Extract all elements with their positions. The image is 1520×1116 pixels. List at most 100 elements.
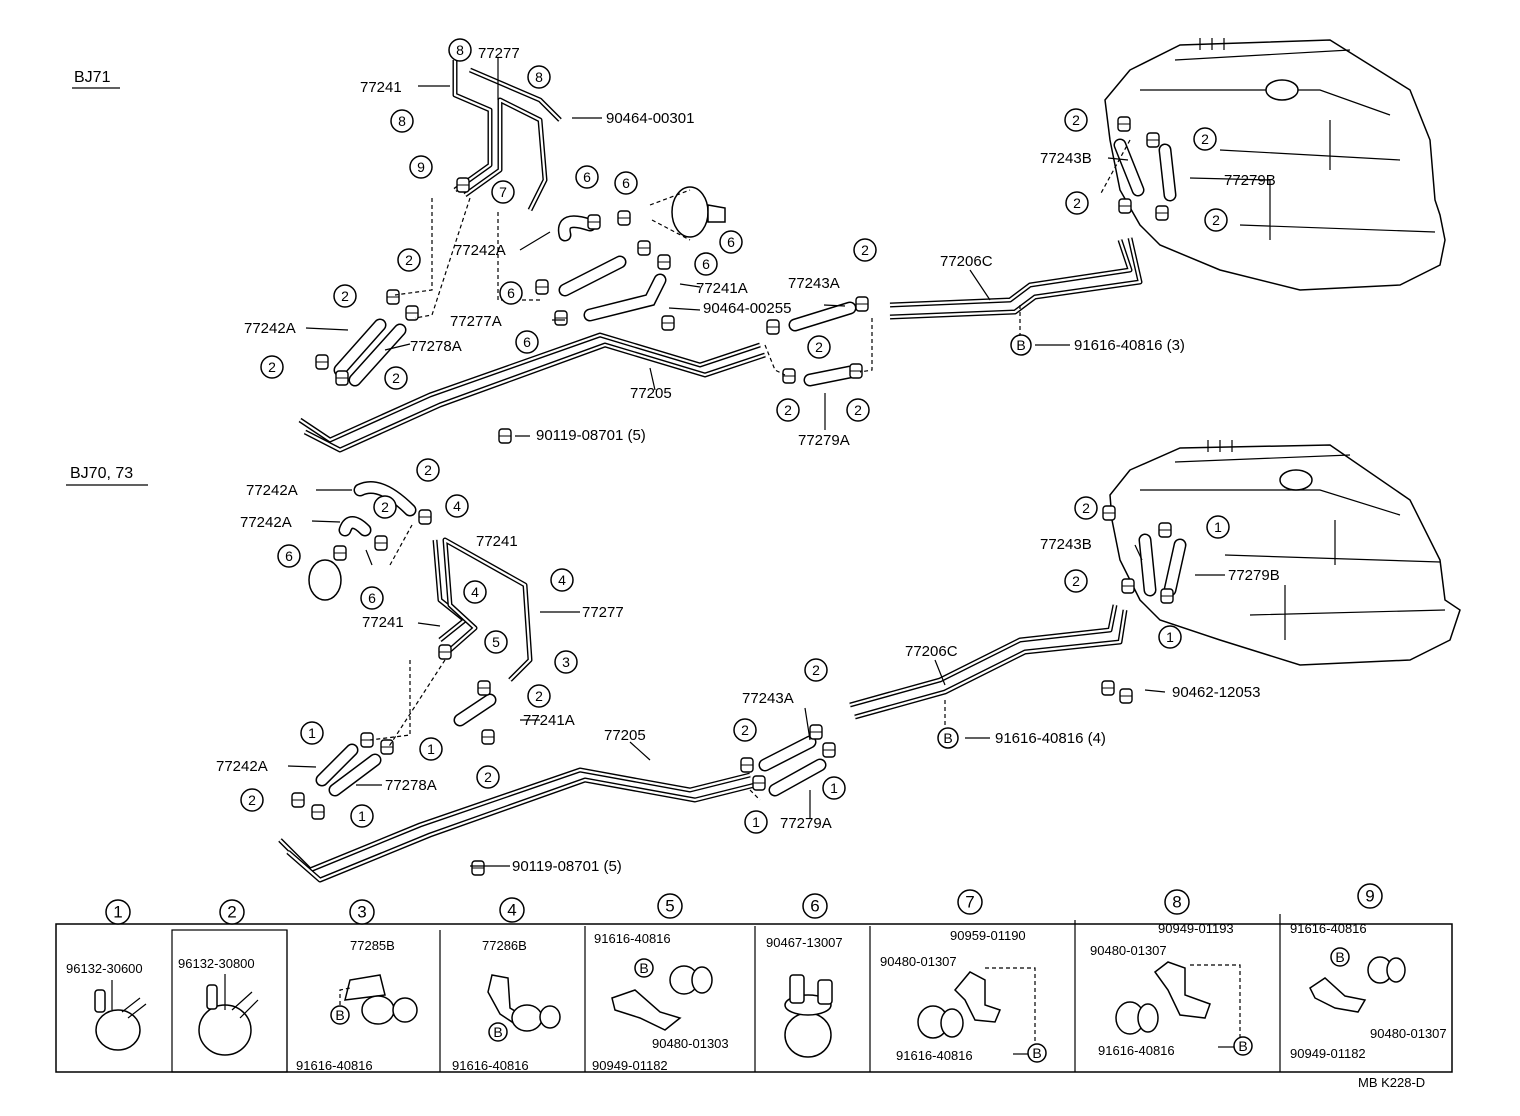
- svg-text:2: 2: [1201, 131, 1209, 147]
- svg-text:1: 1: [1166, 629, 1174, 645]
- legend-header-4: 4: [499, 897, 525, 923]
- legend-9-part-c: 90949-01182: [1290, 1046, 1366, 1061]
- tank-filler-cap-bj70-73: [1279, 469, 1313, 491]
- bj70-91616-40816: 91616-40816 (4): [995, 730, 1106, 747]
- legend-header-9: 9: [1357, 883, 1383, 909]
- svg-text:6: 6: [583, 169, 591, 185]
- svg-text:2: 2: [381, 499, 389, 515]
- legend-5-part-c: 90949-01182: [592, 1058, 668, 1073]
- callouts-bj71: 8 8 8 9 7 6 6 6 6 6 6 2 2 2 2 2 2 2 2 2 …: [260, 38, 1228, 422]
- svg-text:1: 1: [752, 814, 760, 830]
- bj71-90464-00255: 90464-00255: [703, 300, 791, 317]
- svg-text:2: 2: [854, 402, 862, 418]
- legend-header-2: 2: [219, 899, 245, 925]
- bj70-73-diagram: 77242A 77242A 77241 77241 77277 77241A 7…: [216, 440, 1461, 883]
- legend-header-7: 7: [957, 889, 983, 915]
- bj70-77243a: 77243A: [742, 690, 794, 707]
- svg-text:1: 1: [358, 808, 366, 824]
- bj70-77242a-3: 77242A: [216, 758, 268, 775]
- fuel-pipe-bundle-bj70-73: [278, 604, 1128, 883]
- legend-7-part-b: 90480-01307: [880, 954, 957, 969]
- svg-text:B: B: [335, 1007, 344, 1023]
- svg-text:6: 6: [285, 548, 293, 564]
- bj70-77242a-2: 77242A: [240, 514, 292, 531]
- legend-7-part-c: 91616-40816: [896, 1048, 973, 1063]
- callouts-bj70-73: 2 2 6 6 4 4 4 5 3 2 2 1 1 2 1 2 2 1 1 2 …: [240, 458, 1230, 834]
- legend-9-part-b: 90480-01307: [1370, 1026, 1447, 1041]
- svg-text:2: 2: [1072, 573, 1080, 589]
- svg-text:6: 6: [702, 256, 710, 272]
- legend-header-3: 3: [349, 899, 375, 925]
- legend-header-8: 8: [1164, 889, 1190, 915]
- legend-5-part-b: 90480-01303: [652, 1036, 729, 1051]
- svg-text:2: 2: [1082, 500, 1090, 516]
- svg-text:7: 7: [499, 184, 507, 200]
- bj70-90119: 90119-08701 (5): [512, 858, 622, 875]
- bj71-77206c: 77206C: [940, 253, 993, 270]
- legend-1-part: 96132-30600: [66, 961, 143, 976]
- svg-text:2: 2: [227, 903, 236, 922]
- legend-4-part-a: 77286B: [482, 938, 527, 953]
- bj71-77242a-top: 77242A: [454, 242, 506, 259]
- svg-text:2: 2: [741, 722, 749, 738]
- svg-text:4: 4: [507, 901, 516, 920]
- svg-text:7: 7: [965, 893, 974, 912]
- svg-text:2: 2: [812, 662, 820, 678]
- legend-6-part: 90467-13007: [766, 935, 843, 950]
- bj71-77243b: 77243B: [1040, 150, 1092, 167]
- legend-table: 1 2 3 4 5 6 7 8 9 96132-30600 96132-3080…: [55, 883, 1453, 1073]
- bj71-77243a: 77243A: [788, 275, 840, 292]
- bj70-77279a: 77279A: [780, 815, 832, 832]
- section-title-bj70-73: BJ70, 73: [70, 465, 133, 482]
- svg-text:8: 8: [1172, 893, 1181, 912]
- svg-text:2: 2: [1073, 195, 1081, 211]
- svg-text:1: 1: [113, 903, 122, 922]
- bj71-77277: 77277: [478, 45, 520, 62]
- svg-text:6: 6: [810, 897, 819, 916]
- svg-text:2: 2: [341, 288, 349, 304]
- svg-text:8: 8: [398, 113, 406, 129]
- bj70-77278a: 77278A: [385, 777, 437, 794]
- svg-text:6: 6: [622, 175, 630, 191]
- svg-text:8: 8: [456, 42, 464, 58]
- legend-9-part-a: 91616-40816: [1290, 921, 1367, 936]
- svg-text:4: 4: [453, 498, 461, 514]
- legend-3-part-b: 91616-40816: [296, 1058, 373, 1073]
- fuel-tank-bj70-73: [1109, 444, 1461, 666]
- section-title-bj71: BJ71: [74, 69, 111, 86]
- bj70-77279b: 77279B: [1228, 567, 1280, 584]
- svg-text:2: 2: [1212, 212, 1220, 228]
- svg-text:1: 1: [308, 725, 316, 741]
- svg-text:B: B: [1238, 1038, 1247, 1054]
- svg-text:2: 2: [784, 402, 792, 418]
- svg-text:B: B: [943, 730, 952, 746]
- bj70-77241a: 77241A: [523, 712, 575, 729]
- svg-text:4: 4: [558, 572, 566, 588]
- svg-text:1: 1: [830, 780, 838, 796]
- svg-text:2: 2: [535, 688, 543, 704]
- bj71-90119: 90119-08701 (5): [536, 427, 646, 444]
- svg-text:6: 6: [507, 285, 515, 301]
- svg-text:6: 6: [727, 234, 735, 250]
- bj70-77277: 77277: [582, 604, 624, 621]
- bj71-diagram: 77241 77277 90464-00301 77242A 77241A 90…: [244, 38, 1446, 453]
- bj71-77205: 77205: [630, 385, 672, 402]
- tank-filler-cap-bj71: [1265, 79, 1299, 101]
- svg-text:2: 2: [484, 769, 492, 785]
- svg-text:5: 5: [492, 634, 500, 650]
- svg-text:2: 2: [861, 242, 869, 258]
- bj70-77206c: 77206C: [905, 643, 958, 660]
- bj71-91616-40816: 91616-40816 (3): [1074, 337, 1185, 354]
- svg-text:2: 2: [392, 370, 400, 386]
- svg-text:9: 9: [1365, 887, 1374, 906]
- bj70-77241-1: 77241: [476, 533, 518, 550]
- bj71-77241: 77241: [360, 79, 402, 96]
- svg-text:9: 9: [417, 159, 425, 175]
- svg-text:2: 2: [405, 252, 413, 268]
- riser-pipes-bj70-73: [432, 537, 533, 682]
- fuel-tank-bj71: [1104, 39, 1446, 291]
- svg-text:8: 8: [535, 69, 543, 85]
- legend-header-6: 6: [802, 893, 828, 919]
- legend-header-5: 5: [657, 893, 683, 919]
